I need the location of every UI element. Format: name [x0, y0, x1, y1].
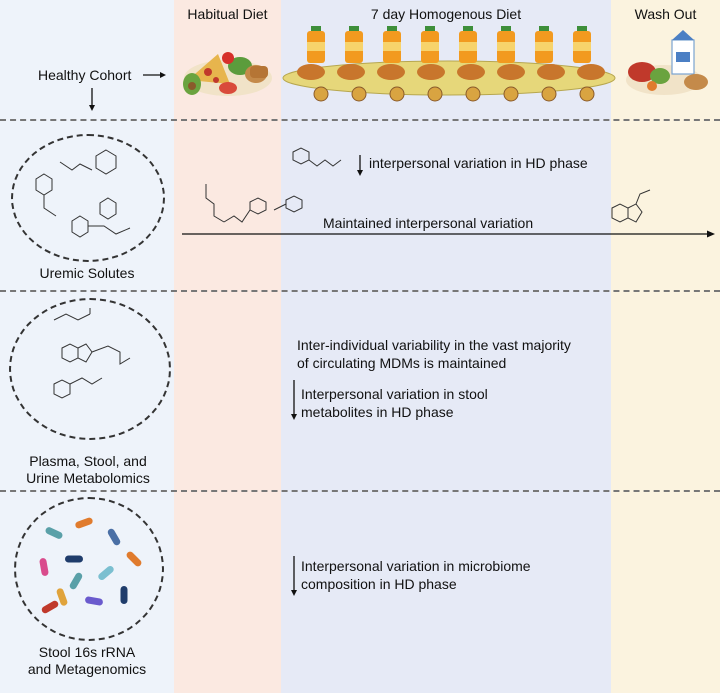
- homogenous-diet-illustration: [282, 60, 616, 96]
- bottle-label: [497, 42, 515, 51]
- uremic-maintained-note: Maintained interpersonal variation: [323, 215, 534, 231]
- down-arrow: [357, 155, 363, 176]
- chicken-piece: [337, 64, 365, 80]
- juice-bottles: [297, 26, 605, 102]
- metabolomics-circle: [9, 298, 171, 440]
- homogenous-diet-column: [281, 0, 611, 693]
- homogenous-diet-header: 7 day Homogenous Diet: [370, 6, 522, 22]
- maintained-variation-arrow: [182, 230, 715, 238]
- cookie: [351, 86, 367, 102]
- bottle-label: [459, 42, 477, 51]
- cookie: [579, 86, 595, 102]
- bacterium: [56, 588, 68, 606]
- habitual-diet-header: Habitual Diet: [187, 6, 268, 22]
- bacterium: [39, 558, 49, 576]
- microbiome-circle: [14, 497, 164, 641]
- bottle-label: [345, 42, 363, 51]
- metabolite-structures-drawing: [53, 308, 131, 399]
- bottle-label: [307, 42, 325, 51]
- down-arrow: [291, 380, 297, 420]
- bottle-cap: [387, 26, 397, 31]
- metabolomics-note: Inter-individual variability in the vast…: [297, 337, 571, 371]
- down-arrow: [291, 556, 297, 596]
- bottle-cap: [501, 26, 511, 31]
- chicken-piece: [297, 64, 325, 80]
- uremic-structures-drawing: [35, 149, 131, 238]
- habitual-diet-column: [174, 0, 281, 693]
- bottle-cap: [463, 26, 473, 31]
- bottle-label: [421, 42, 439, 51]
- uremic-solutes-circle: [11, 134, 165, 262]
- bottle-cap: [539, 26, 549, 31]
- chicken-piece: [497, 64, 525, 80]
- solutes-structures: [205, 184, 303, 223]
- cookie: [313, 86, 329, 102]
- bottle-label: [573, 42, 591, 51]
- washout-food-illustration: [626, 30, 708, 95]
- bottle-cap: [311, 26, 321, 31]
- washout-header: Wash Out: [634, 6, 697, 22]
- bottle-label: [535, 42, 553, 51]
- bacterium: [98, 565, 114, 581]
- cookie: [503, 86, 519, 102]
- chicken-piece: [577, 64, 605, 80]
- bacterium: [126, 551, 142, 567]
- chicken-piece: [417, 64, 445, 80]
- habitual-food-illustration: [183, 52, 272, 96]
- uremic-hd-note: interpersonal variation in HD phase: [369, 155, 588, 171]
- uremic-solutes-label: Uremic Solutes: [39, 265, 135, 281]
- row-separator: [0, 490, 720, 492]
- row-separator: [0, 119, 720, 121]
- cookie: [465, 86, 481, 102]
- healthy-cohort-label: Healthy Cohort: [38, 67, 132, 83]
- chicken-piece: [537, 64, 565, 80]
- bottle-cap: [577, 26, 587, 31]
- bacterium: [75, 517, 93, 529]
- hippurate-structure: [292, 147, 342, 167]
- bacterium: [41, 600, 59, 614]
- bottle-cap: [349, 26, 359, 31]
- bacterium: [85, 596, 103, 606]
- bacterium: [120, 586, 128, 604]
- bacterium: [65, 555, 83, 563]
- bacterium: [107, 528, 121, 546]
- bacterium: [69, 572, 83, 590]
- bacterium: [45, 527, 63, 539]
- row-separator: [0, 290, 720, 292]
- bottle-cap: [425, 26, 435, 31]
- bacteria-illustration: [39, 517, 142, 614]
- bottle-label: [383, 42, 401, 51]
- chicken-piece: [377, 64, 405, 80]
- chicken-piece: [457, 64, 485, 80]
- cookie: [427, 86, 443, 102]
- washout-column: [611, 0, 720, 693]
- cookie: [541, 86, 557, 102]
- indoxyl-sulfate-structure: [611, 189, 651, 223]
- cohort-arrows: [89, 72, 166, 111]
- cookie: [389, 86, 405, 102]
